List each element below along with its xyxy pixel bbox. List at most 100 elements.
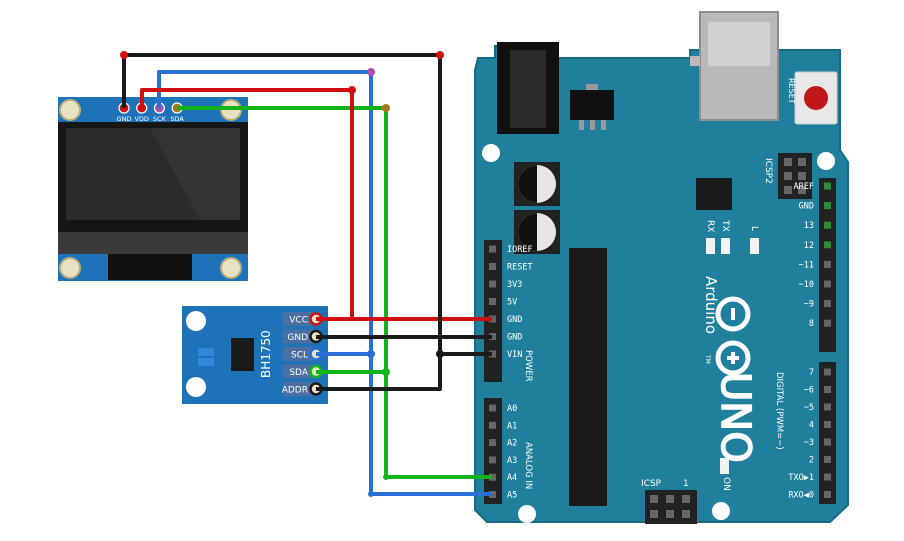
header-pin	[489, 315, 496, 323]
digital-pin-label-11-t4: ~11	[799, 260, 814, 270]
wire-black-sensor-addr	[316, 354, 442, 391]
analog-header	[484, 398, 502, 504]
digital-pin-label-6-b1: ~6	[804, 386, 814, 396]
digital-pin-label-10-t5: ~10	[799, 280, 814, 290]
digital-pin-label-9-t6: ~9	[804, 300, 814, 310]
mounting-hole	[712, 502, 730, 520]
icsp-pin1-label: 1	[683, 479, 689, 489]
header-pin	[489, 280, 496, 288]
sensor-pin-pad	[283, 382, 313, 396]
icsp2-label: ICSP2	[763, 158, 773, 184]
analog-pin-label-a1: A1	[507, 421, 517, 431]
digital-pin-label-4-b3: 4	[809, 421, 814, 431]
sensor-pin-label-gnd: GND	[287, 333, 308, 343]
power-section-label: POWER	[523, 350, 533, 382]
tx-label: TX	[720, 219, 730, 232]
digital-pin-label-txo-1-b6: TXO▶1	[788, 473, 814, 483]
header-pin	[489, 473, 496, 481]
sensor-pin-label-vcc: VCC	[289, 316, 308, 326]
capacitor	[514, 210, 560, 254]
bh1750-chip	[231, 338, 254, 371]
sensor-pin-label-sda: SDA	[289, 368, 308, 378]
digital-pin-label-rxo-0-b7: RXO◀0	[788, 491, 814, 501]
digital-pin-label-aref-t0: AREF	[794, 182, 814, 192]
sensor-pin-pad	[283, 347, 313, 361]
mounting-hole	[482, 144, 500, 162]
power-header	[484, 240, 502, 382]
sensor-pin-pad	[283, 364, 313, 379]
sensor-pins: VCC GND SCL SDA ADDR	[282, 312, 323, 396]
digital-pin-label-12-t3: 12	[804, 241, 814, 251]
mounting-hole	[817, 152, 835, 170]
analog-pin-label-a5: A5	[507, 491, 517, 501]
uno-logo: UNO	[712, 372, 758, 463]
header-pin	[824, 403, 831, 411]
header-pin	[824, 182, 831, 190]
header-pin	[824, 319, 831, 327]
power-pin-label-3v3-2: 3V3	[507, 280, 522, 290]
header-pin	[489, 333, 496, 340]
wire-green-oled-sda-a4	[177, 106, 492, 479]
trademark: TM	[704, 354, 711, 364]
header-pin	[489, 404, 496, 412]
header-pin	[824, 202, 831, 210]
arduino-logo	[715, 296, 751, 376]
header-pin	[489, 350, 496, 358]
usb-chip	[696, 178, 732, 210]
sensor-pin-label-addr: ADDR	[282, 386, 308, 396]
digital-header-bottom	[819, 362, 836, 504]
capacitor	[514, 162, 560, 206]
sensor-pin-label-scl: SCL	[291, 351, 308, 361]
digital-pin-label-2-b5: 2	[809, 456, 814, 466]
analog-pin-label-a3: A3	[507, 456, 517, 466]
header-pin	[824, 438, 831, 446]
digital-pin-label-8-t7: 8	[809, 319, 814, 329]
header-pin	[489, 298, 496, 305]
digital-section-label: DIGITAL (PWM=~)	[774, 372, 784, 450]
icsp-header	[645, 490, 697, 524]
power-pin-label-gnd-5: GND	[507, 333, 522, 343]
power-pin-label-gnd-4: GND	[507, 315, 522, 325]
power-pin-label-vin-6: VIN	[507, 350, 522, 360]
arduino-brand: Arduino	[702, 276, 720, 334]
oled-pin-label-sck: SCK	[153, 115, 167, 123]
tx-led	[721, 238, 730, 254]
digital-pin-label-3-b4: ~3	[804, 438, 814, 448]
dc-power-jack	[497, 42, 559, 134]
digital-pin-label-7-b0: 7	[809, 368, 814, 378]
mounting-hole	[518, 505, 536, 523]
voltage-regulator	[570, 84, 614, 130]
oled-pin-label-vdd: VDD	[134, 115, 148, 123]
header-pin	[489, 439, 496, 447]
wire-joints	[120, 51, 444, 497]
header-pin	[824, 421, 831, 428]
on-label: ON	[721, 477, 731, 491]
atmega-chip	[569, 248, 607, 506]
l-led	[750, 238, 759, 254]
icsp2-header	[778, 153, 812, 199]
analog-pin-label-a2: A2	[507, 439, 517, 449]
sensor-name: BH1750	[259, 330, 273, 378]
header-pin	[824, 386, 831, 393]
sensor-pin-pad	[283, 312, 313, 326]
header-pin	[824, 456, 831, 463]
digital-pin-label-13-t2: 13	[804, 221, 814, 231]
header-pin	[824, 260, 831, 268]
sensor-pin-pad	[283, 329, 313, 344]
header-pin	[824, 221, 831, 229]
rx-label: RX	[705, 220, 715, 232]
power-pin-label-5v-3: 5V	[507, 298, 517, 308]
reset-button[interactable]	[794, 71, 838, 125]
arduino-uno-board: RESET ICSP2	[474, 11, 849, 524]
digital-pin-label-gnd-t1: GND	[799, 202, 814, 212]
reset-label: RESET	[787, 78, 796, 104]
on-led	[720, 458, 729, 474]
header-pin	[489, 263, 496, 270]
header-pin	[489, 491, 496, 498]
header-pin	[489, 245, 496, 253]
